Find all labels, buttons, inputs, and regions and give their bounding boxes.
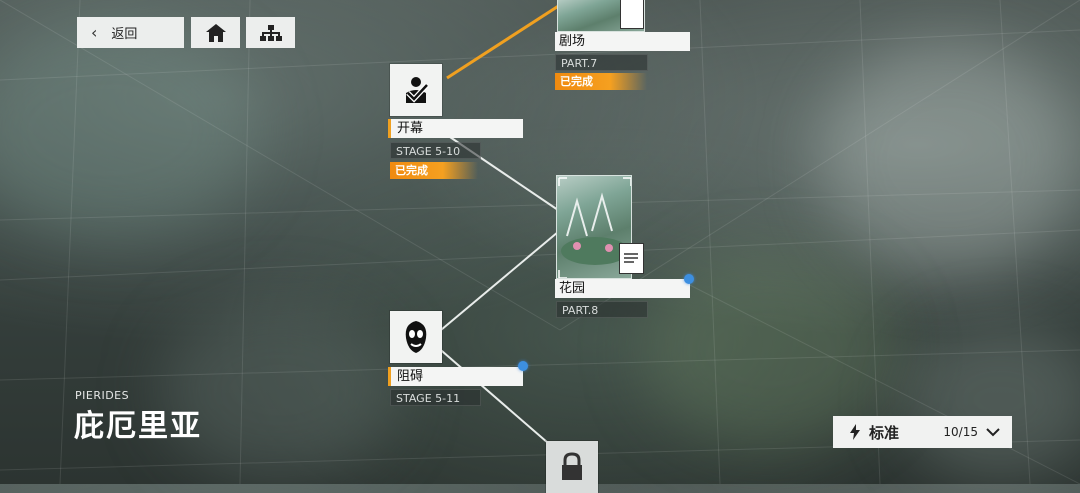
kaimu-completed-badge: 已完成	[390, 162, 478, 179]
difficulty-label: 标准	[869, 423, 900, 442]
chevron-down-icon	[986, 428, 1000, 437]
node-connections	[434, 134, 571, 463]
kaimu-stage-tag: STAGE 5-10	[390, 142, 481, 159]
locked-node[interactable]	[546, 441, 598, 493]
huayuan-title[interactable]: 花园	[555, 279, 690, 298]
huayuan-thumbnail[interactable]	[556, 175, 632, 279]
home-button[interactable]	[191, 17, 240, 48]
check-badge-icon	[406, 77, 429, 103]
juchang-title[interactable]: 剧场	[555, 32, 690, 51]
lightning-icon	[850, 424, 860, 440]
zuai-stage-tag: STAGE 5-11	[390, 389, 481, 406]
zuai-node[interactable]	[390, 311, 442, 363]
juchang-thumbnail[interactable]	[557, 0, 645, 32]
juchang-completed-badge: 已完成	[555, 73, 647, 90]
back-button-label: 返回	[111, 27, 138, 42]
juchang-stage-tag: PART.7	[555, 54, 648, 71]
document-icon	[620, 0, 644, 29]
document-icon	[619, 243, 644, 274]
home-icon	[205, 23, 226, 42]
hierarchy-icon	[259, 24, 282, 41]
chapter-title: 庇厄里亚	[74, 409, 202, 444]
chevron-left-icon: ‹	[91, 23, 98, 42]
zuai-connection-dot	[518, 361, 528, 371]
back-button[interactable]: ‹ 返回	[77, 17, 184, 48]
garden-artwork	[558, 177, 631, 278]
zuai-title[interactable]: 阻碍	[388, 367, 523, 386]
kaimu-node[interactable]	[390, 64, 442, 116]
path-to-juchang	[446, 3, 561, 80]
difficulty-selector[interactable]: 标准 10/15	[833, 416, 1012, 448]
huayuan-stage-tag: PART.8	[556, 301, 648, 318]
stage-map-button[interactable]	[246, 17, 295, 48]
kaimu-title[interactable]: 开幕	[388, 119, 523, 138]
chapter-subtitle-en: PIERIDES	[75, 389, 130, 402]
huayuan-connection-dot	[684, 274, 694, 284]
difficulty-progress: 10/15	[943, 425, 978, 439]
mask-icon	[405, 321, 427, 353]
lock-icon	[562, 452, 582, 480]
